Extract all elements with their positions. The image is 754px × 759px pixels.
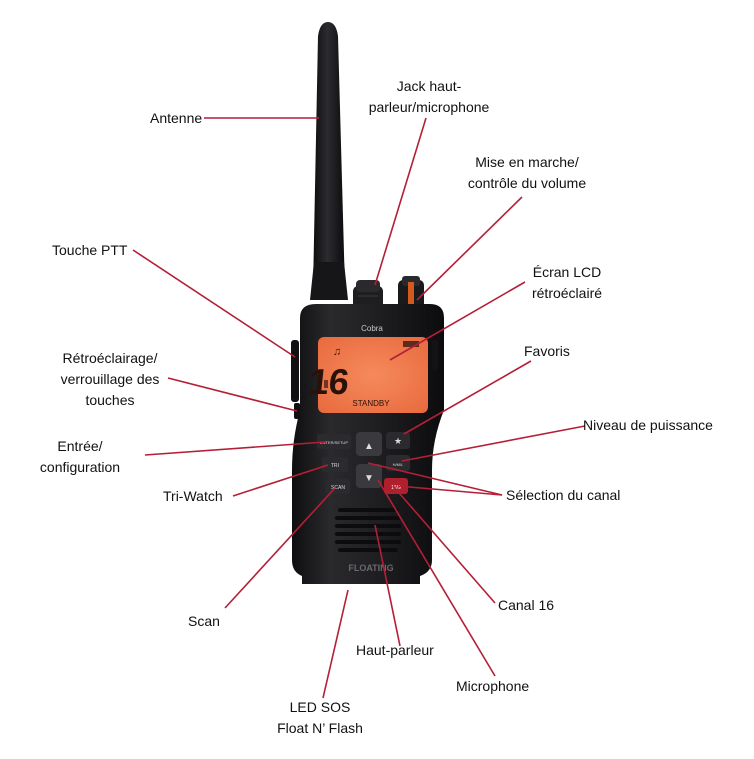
label-antenne: Antenne — [150, 110, 203, 126]
label-tri-watch: Tri-Watch — [163, 488, 223, 504]
leader-canal16 — [392, 485, 496, 604]
leader-microphone — [377, 479, 496, 677]
label-selection: Sélection du canal — [506, 487, 621, 503]
label-led-line1: LED SOS — [289, 699, 351, 715]
label-niveau: Niveau de puissance — [583, 417, 713, 433]
channel-up-button[interactable] — [356, 432, 382, 456]
leader-selection-down — [397, 485, 503, 496]
label-entree-line2: configuration — [39, 459, 121, 475]
favorite-button[interactable] — [386, 432, 410, 449]
lcd-screen: ♫ 16 STANDBY — [307, 337, 428, 413]
label-mise-line1: Mise en marche/ — [475, 154, 579, 170]
label-jack-line1: Jack haut- — [396, 78, 462, 94]
leader-retro — [167, 377, 298, 412]
label-favoris: Favoris — [524, 343, 570, 359]
label-retroeclairage: Rétroéclairage/ verrouillage des touches — [30, 348, 190, 411]
leader-lines — [132, 117, 586, 699]
leader-jack — [374, 117, 427, 286]
label-entree-line1: Entrée/ — [57, 438, 103, 454]
down-arrow-icon: ▼ — [364, 473, 374, 484]
label-retro-line1: Rétroéclairage/ — [62, 350, 158, 366]
enter-setup-key-label: ENTER/SETUP — [320, 440, 348, 445]
label-microphone: Microphone — [456, 678, 530, 694]
floating-text: FLOATING — [348, 563, 393, 573]
leader-mise — [416, 196, 523, 301]
leader-ptt — [132, 249, 296, 358]
up-arrow-icon: ▲ — [364, 441, 374, 452]
label-scan: Scan — [188, 613, 220, 629]
leader-favoris — [403, 360, 532, 435]
speaker-grille — [335, 508, 401, 552]
label-mise-en-marche: Mise en marche/ contrôle du volume — [442, 152, 612, 194]
leader-triwatch — [232, 464, 329, 497]
power-level-key-label: H/M/L — [393, 462, 404, 467]
label-jack-line2: parleur/microphone — [368, 99, 490, 115]
leader-niveau — [401, 425, 586, 462]
label-retro-line2: verrouillage des — [60, 371, 160, 387]
label-retro-line3: touches — [85, 392, 135, 408]
label-lcd-line2: rétroéclairé — [531, 285, 603, 301]
channel-16-button[interactable] — [384, 478, 408, 494]
lcd-channel: 16 — [307, 361, 351, 402]
label-lcd: Écran LCD rétroéclairé — [512, 262, 622, 304]
scan-key-label: SCAN — [331, 485, 345, 491]
svg-text:♫: ♫ — [333, 346, 341, 358]
enter-setup-button[interactable] — [317, 434, 351, 449]
label-lcd-line1: Écran LCD — [532, 264, 602, 280]
label-entree: Entrée/ configuration — [20, 436, 140, 478]
tri-watch-button[interactable] — [322, 457, 348, 472]
keypad: ENTER/SETUP TRI SCAN ▲ ▼ ★ H/M/L 16/9 — [317, 432, 410, 494]
label-mise-line2: contrôle du volume — [467, 175, 587, 191]
label-led-line2: Float N’ Flash — [277, 720, 363, 736]
star-icon: ★ — [394, 436, 402, 446]
leader-lcd — [389, 281, 526, 361]
label-canal16: Canal 16 — [498, 597, 555, 613]
channel-down-button[interactable] — [356, 464, 382, 488]
label-haut-parleur: Haut-parleur — [356, 642, 434, 658]
channel-16-key-label: 16/9 — [391, 485, 401, 491]
leader-led — [322, 589, 349, 699]
label-jack: Jack haut- parleur/microphone — [354, 76, 504, 118]
label-led-sos: LED SOS Float N’ Flash — [255, 697, 385, 739]
antenna — [310, 22, 348, 300]
leader-scan — [224, 487, 336, 609]
power-level-button[interactable] — [386, 455, 410, 471]
brand-logo: Cobra — [361, 324, 383, 333]
leader-selection-up — [367, 462, 503, 496]
label-ptt: Touche PTT — [52, 242, 128, 258]
leader-haut-parleur — [374, 524, 401, 647]
tri-watch-key-label: TRI — [331, 463, 339, 469]
lcd-status: STANDBY — [352, 399, 390, 408]
leader-entree — [144, 441, 326, 456]
